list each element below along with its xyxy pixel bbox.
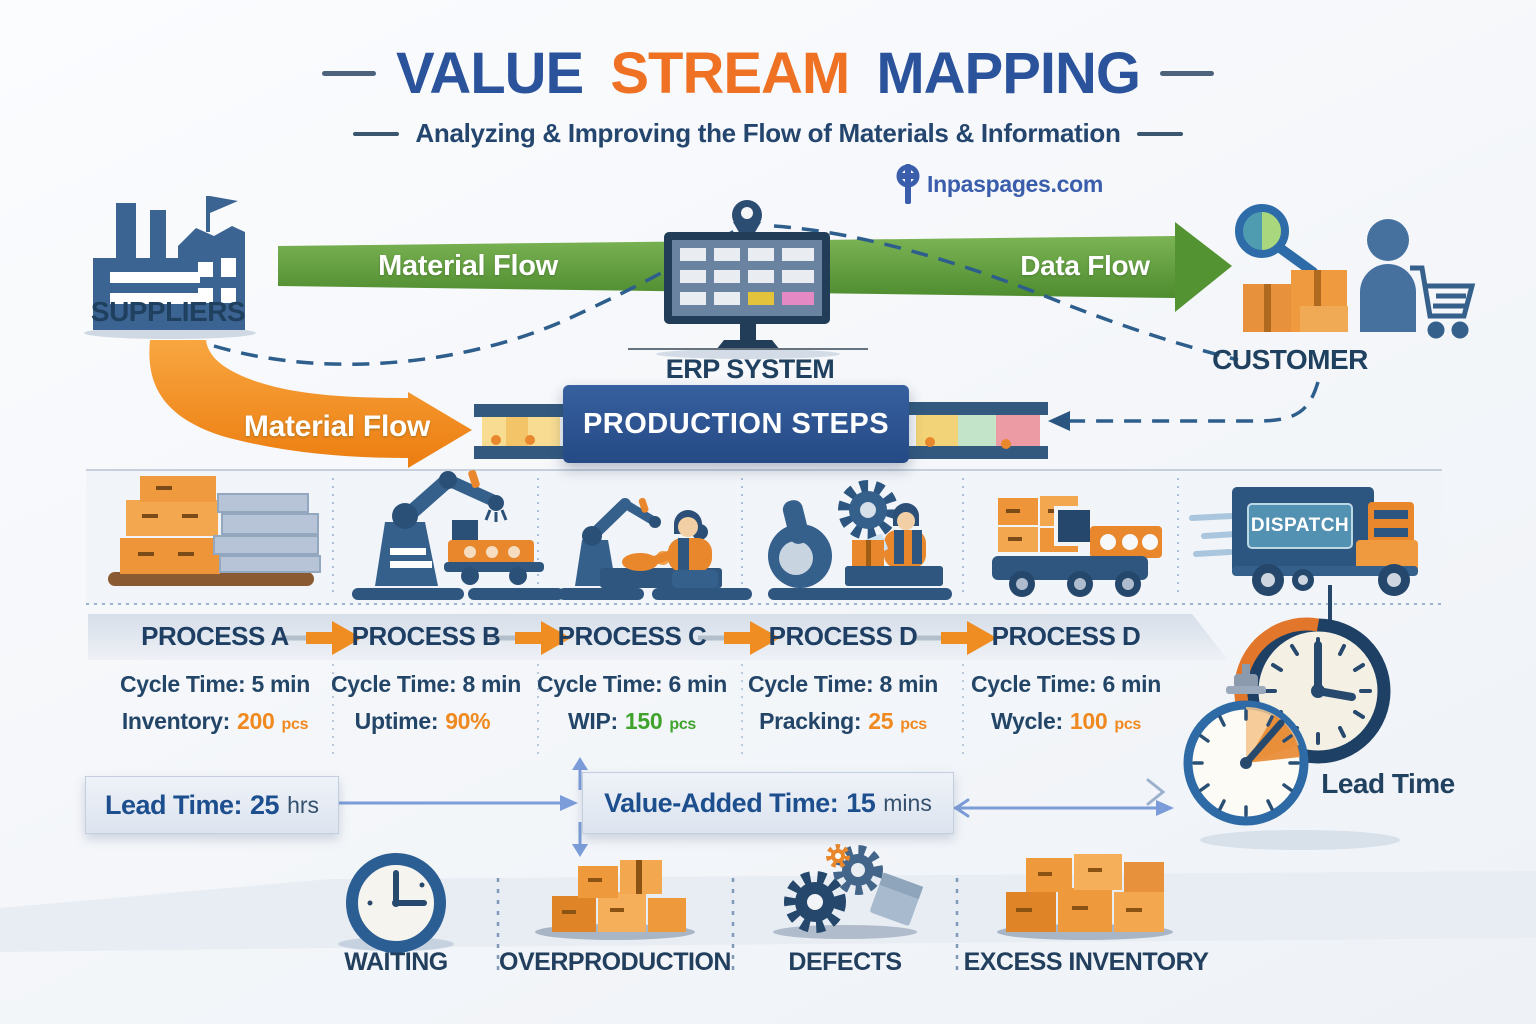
metric-value: 150 xyxy=(624,708,663,734)
customer-icons xyxy=(1235,204,1476,339)
metric-unit: pcs xyxy=(900,716,927,733)
value-added-label: Value-Added Time: xyxy=(604,787,839,818)
value-added-ribbon: Value-Added Time: 15 mins xyxy=(582,772,954,834)
value-added-value: 15 xyxy=(846,787,876,818)
waiting-clock-icon xyxy=(338,853,454,953)
bottom-band xyxy=(0,871,1536,952)
logo-text: Inpaspages.com xyxy=(927,170,1104,197)
metric-unit: pcs xyxy=(281,716,309,733)
metric-value: 25 xyxy=(868,708,894,734)
conveyor-right xyxy=(908,402,1048,459)
conveyor-left xyxy=(474,404,566,459)
process-flow-arrow-icon xyxy=(280,621,997,655)
process-d-metric1: Cycle Time: 8 min xyxy=(747,671,939,697)
process-b-metric2: Uptime: 90% xyxy=(306,708,546,735)
lead-time-clocks-icon xyxy=(1183,617,1400,850)
erp-system-label: ERP SYSTEM xyxy=(665,354,835,384)
bottom-band-separators xyxy=(496,878,959,975)
waste-overproduction-label: OVERPRODUCTION xyxy=(499,948,731,976)
process-a-name: PROCESS A xyxy=(141,621,289,651)
process-c-metric2: WIP: 150 pcs xyxy=(512,708,752,735)
erp-monitor-icon xyxy=(628,200,868,359)
title-part-stream: STREAM xyxy=(610,41,850,106)
process-label-band xyxy=(88,614,1228,756)
lead-time-ribbon: Lead Time: 25 hrs xyxy=(85,776,339,834)
title-text: VALUE STREAM MAPPING xyxy=(395,40,1141,107)
subtitle-text: Analyzing & Improving the Flow of Materi… xyxy=(415,118,1121,148)
data-flow-label: Data Flow xyxy=(1020,250,1150,281)
process-d-metric2: Pracking: 25 pcs xyxy=(723,708,963,735)
lead-time-value: 25 xyxy=(250,789,280,820)
dispatch-label: DISPATCH xyxy=(1250,515,1350,536)
speed-lines xyxy=(1189,513,1239,557)
logo-cross-icon xyxy=(893,162,923,206)
lead-time-label: Lead Time: xyxy=(104,789,243,820)
metric-unit: pcs xyxy=(1114,716,1142,733)
page-title: VALUE STREAM MAPPING xyxy=(0,40,1536,107)
pallet-boxes-icon xyxy=(108,476,321,586)
customer-boxes-icon xyxy=(1243,270,1348,332)
lead-time-clock-label: Lead Time xyxy=(1321,768,1455,799)
title-part-value: VALUE xyxy=(395,41,584,106)
lead-time-unit: hrs xyxy=(287,791,320,818)
material-flow-orange-label: Material Flow xyxy=(243,410,431,443)
metric-label: Uptime: xyxy=(354,708,439,734)
robot-worker-icon xyxy=(558,497,752,600)
metric-value: 100 xyxy=(1069,708,1108,734)
waste-waiting-label: WAITING xyxy=(344,948,448,976)
production-steps-banner: PRODUCTION STEPS xyxy=(563,385,909,463)
metric-label: Inventory: xyxy=(121,708,231,734)
title-dash-right xyxy=(1160,71,1215,76)
process-a-metric1: Cycle Time: 5 min xyxy=(119,671,311,697)
excess-inventory-boxes-icon xyxy=(997,854,1173,940)
logo: Inpaspages.com xyxy=(893,162,1103,206)
title-dash-left xyxy=(321,71,376,76)
process-a-metric2: Inventory: 200 pcs xyxy=(95,708,335,735)
suppliers-label: SUPPLIERS xyxy=(90,296,246,327)
process-e-name: PROCESS D xyxy=(991,621,1141,651)
orange-flow-arrow xyxy=(149,340,473,468)
loaded-truck-icon xyxy=(992,496,1162,597)
metric-label: Pracking: xyxy=(759,708,862,734)
material-flow-green-label: Material Flow xyxy=(378,250,558,282)
process-b-name: PROCESS B xyxy=(351,621,501,651)
robot-arm-cart-icon xyxy=(352,469,564,600)
defects-gears-icon xyxy=(773,844,924,939)
waste-defects-label: DEFECTS xyxy=(788,948,902,976)
process-b-metric1: Cycle Time: 8 min xyxy=(330,671,522,697)
customer-label: CUSTOMER xyxy=(1212,344,1368,375)
process-d-name: PROCESS D xyxy=(768,621,918,651)
process-c-name: PROCESS C xyxy=(557,621,707,651)
metric-value: 200 xyxy=(237,708,275,734)
page-subtitle: Analyzing & Improving the Flow of Materi… xyxy=(0,118,1536,149)
subtitle-dash-right xyxy=(1136,131,1183,136)
factory-icon xyxy=(84,196,256,339)
process-e-metric1: Cycle Time: 6 min xyxy=(970,671,1162,697)
cart-icon xyxy=(1410,265,1476,339)
waste-excess-inventory-label: EXCESS INVENTORY xyxy=(963,948,1209,976)
metric-unit: pcs xyxy=(669,716,697,733)
process-e-metric2: Wycle: 100 pcs xyxy=(946,708,1186,735)
overproduction-boxes-icon xyxy=(535,860,695,940)
person-icon xyxy=(1360,219,1416,332)
metric-label: WIP: xyxy=(567,708,618,734)
subtitle-dash-left xyxy=(353,131,400,136)
metric-value: 90% xyxy=(445,708,491,734)
gear-machine-worker-icon xyxy=(768,480,952,600)
dispatch-truck-icon xyxy=(1189,487,1418,596)
dashed-arrowhead xyxy=(1048,411,1070,431)
title-part-mapping: MAPPING xyxy=(876,41,1141,106)
magnifier-pie-icon xyxy=(1235,204,1318,277)
value-added-unit: mins xyxy=(883,789,932,816)
dashed-info-flow xyxy=(213,224,1320,423)
process-c-metric1: Cycle Time: 6 min xyxy=(536,671,728,697)
metric-label: Wycle: xyxy=(990,708,1063,734)
